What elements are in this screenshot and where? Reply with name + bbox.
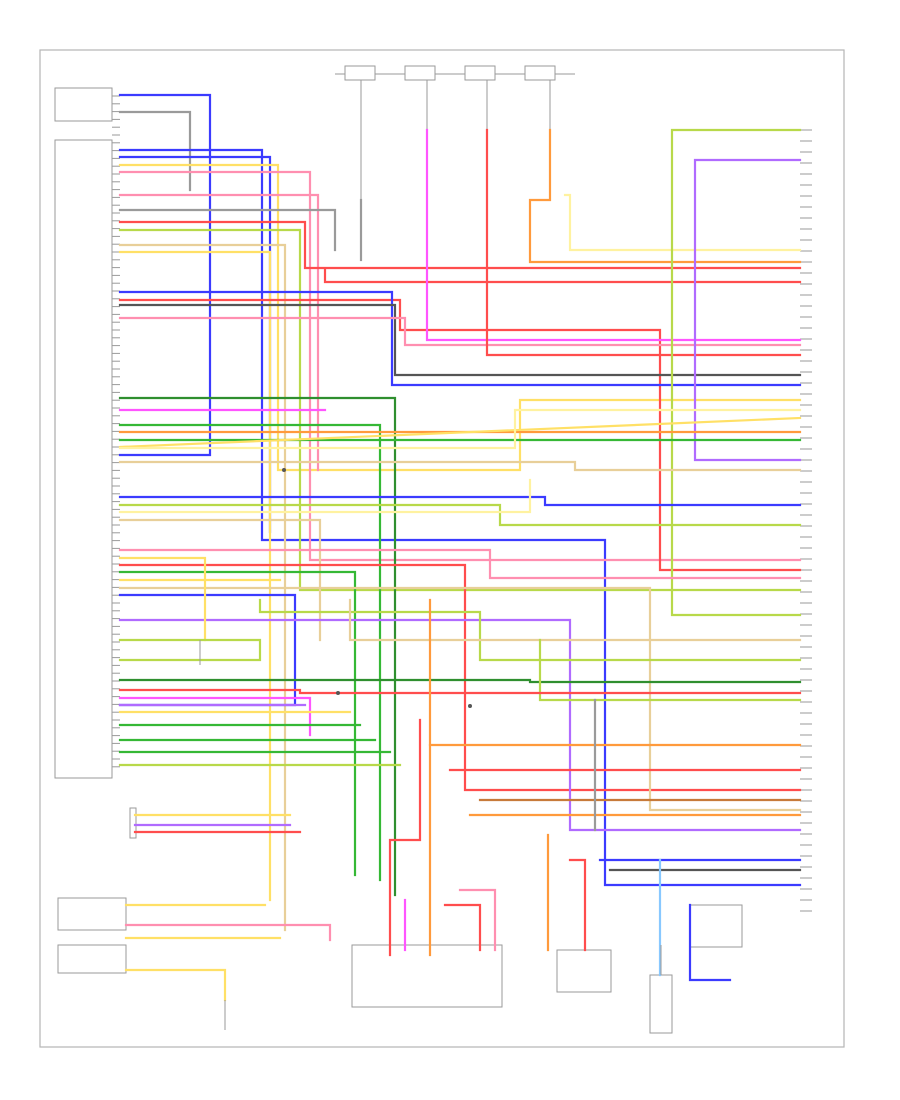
data-link-connector-box: [54, 87, 113, 122]
wire-light-yellow-1: [118, 408, 802, 450]
wire-yellow-3: [118, 416, 802, 449]
shift-lock-solenoid-box: [57, 897, 127, 931]
wire-orange-fuse: [528, 128, 802, 264]
instrument-cluster-box: [649, 974, 673, 1034]
wire-yellow-green-top: [670, 128, 802, 617]
wire-blue-top: [118, 93, 212, 457]
wire-red-9: [568, 858, 587, 952]
wire-magenta-2: [118, 696, 312, 737]
wire-pink-fuse: [425, 128, 802, 342]
wire-blue-ecm-1: [118, 148, 802, 887]
wire-yellow-green-2: [118, 503, 802, 527]
wire-tan-2: [118, 460, 802, 472]
wire-yellow-green-4: [538, 638, 802, 702]
splice-dot-1: [282, 468, 286, 472]
fuse-block-top-1-box: [344, 65, 376, 81]
wire-blue-6: [118, 618, 802, 832]
fuse-blocks: [335, 65, 575, 200]
wire-blue-4: [118, 495, 802, 507]
wire-light-yellow-2: [118, 478, 532, 514]
wire-tan-5: [348, 598, 802, 642]
diagram-frame: [39, 49, 845, 1048]
wire-violet-top: [693, 158, 802, 462]
wire-green-6: [118, 678, 802, 684]
fuse-block-top-4-box: [524, 65, 556, 81]
wire-red-8: [443, 903, 482, 952]
wire-blue-3: [118, 290, 802, 387]
wire-pink-3: [118, 316, 802, 347]
wire-pink-1: [118, 170, 802, 562]
wire-red-1: [118, 220, 802, 270]
right-connector-pins: [800, 129, 812, 912]
wire-red-7: [388, 718, 422, 957]
wire-tan-1: [118, 243, 287, 932]
automatic-transmission-control-module-box: [57, 944, 127, 974]
ecm-pin-stubs: [112, 95, 120, 768]
fuse-block-top-3-box: [464, 65, 496, 81]
wire-pink-6: [458, 888, 497, 952]
wire-blue-ecm-2: [118, 155, 272, 534]
wire-green-4: [118, 570, 357, 877]
wire-red-4: [118, 688, 802, 695]
wire-pink-4: [118, 548, 802, 580]
wire-gray-2: [118, 303, 802, 377]
selector-lever-assembly-box: [556, 949, 612, 993]
wire-green-1: [118, 396, 397, 897]
wire-green-5: [118, 638, 262, 662]
solenoid-valve-body-box: [351, 944, 503, 1008]
wire-tan-3: [118, 518, 322, 642]
wire-red-3: [118, 563, 802, 792]
wire-pink-5: [124, 923, 332, 942]
wire-yellow-5: [118, 556, 207, 642]
wire-yellow-fuse: [563, 193, 802, 252]
splice-dot-2: [336, 691, 340, 695]
wire-blue-8: [688, 903, 732, 982]
wire-pink-2: [118, 193, 320, 472]
right-connector-box: [689, 904, 743, 948]
kickdown-switch-box: [129, 807, 137, 839]
wires: [118, 93, 802, 1002]
wire-yellow-2: [118, 250, 272, 902]
splice-dot-3: [468, 704, 472, 708]
wire-green-2: [118, 423, 382, 882]
wire-red-2: [118, 298, 802, 572]
wire-red-fuse: [485, 128, 802, 357]
wire-red-top: [323, 268, 802, 284]
engine-control-module-box: [54, 139, 113, 779]
wire-yellow-1: [118, 163, 802, 472]
wire-light-gray-1: [118, 208, 337, 252]
wire-yellow-10: [124, 968, 227, 1002]
wire-yellow-green-3: [258, 598, 802, 662]
fuse-block-top-2-box: [404, 65, 436, 81]
